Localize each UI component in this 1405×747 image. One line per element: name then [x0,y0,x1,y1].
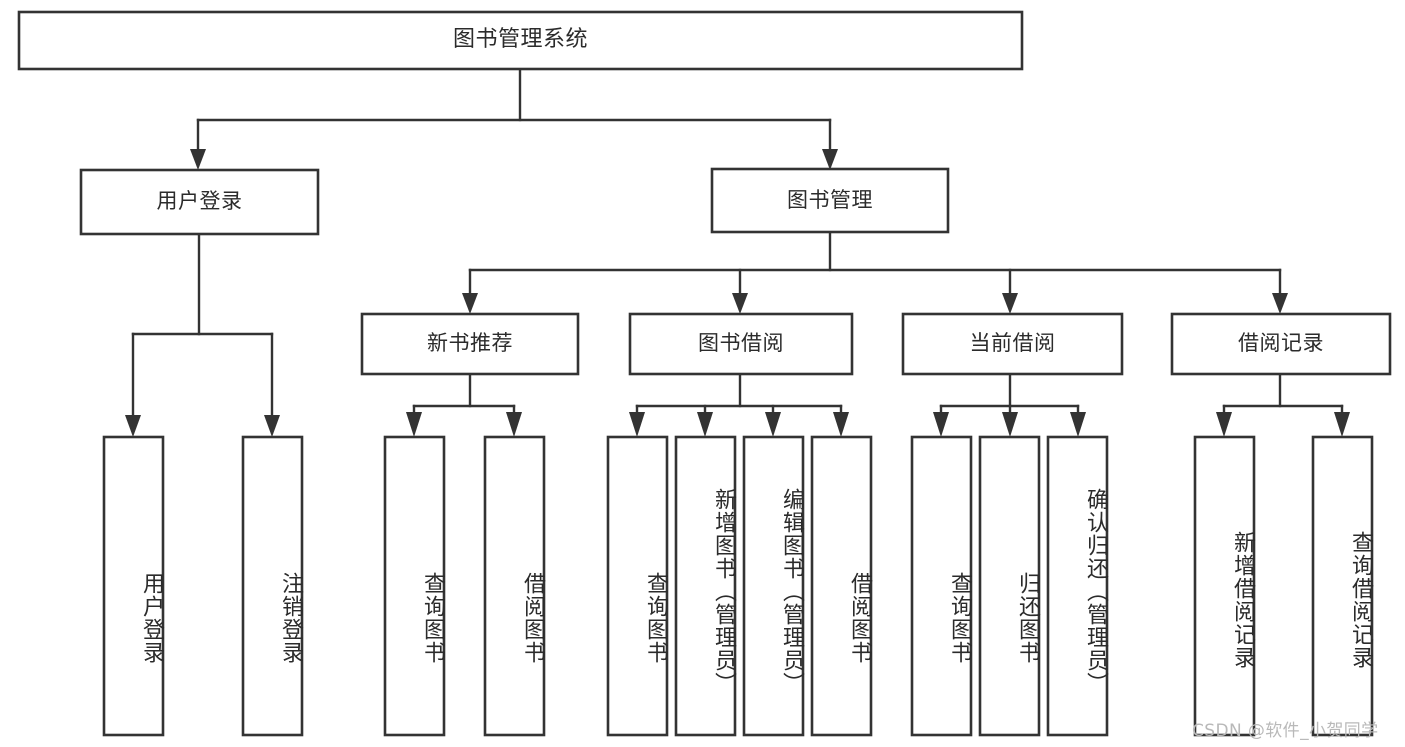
leaf-box-borrow-book-1[interactable] [483,435,546,737]
node-box-root[interactable] [17,10,1024,71]
leaf-box-query-book-3[interactable] [910,435,973,737]
leaf-box-edit-book[interactable] [742,435,805,737]
node-box-new-book-recommend[interactable] [360,312,580,376]
csdn-watermark: CSDN @软件_小贺同学 [1192,721,1379,741]
leaf-box-borrow-book-2[interactable] [810,435,873,737]
connector-user-login-to-leaves [125,232,280,437]
connector-borrowrecord-to-leaves [1216,372,1350,437]
connector-root-to-level2 [190,67,838,170]
node-box-user-login[interactable] [79,168,320,236]
leaf-box-query-book-2[interactable] [606,435,669,737]
leaf-box-return-book[interactable] [978,435,1041,737]
node-box-book-management[interactable] [710,167,950,234]
connector-currentborrow-to-leaves [933,372,1086,437]
leaf-box-user-login[interactable] [102,435,165,737]
leaf-box-add-book[interactable] [674,435,737,737]
node-box-borrow-record[interactable] [1170,312,1392,376]
connector-bookborrow-to-leaves [629,372,849,437]
connector-bookmgmt-to-level3 [462,230,1288,314]
connector-newbook-to-leaves [406,372,522,437]
leaf-box-logout-login[interactable] [241,435,304,737]
node-box-book-borrow[interactable] [628,312,854,376]
leaf-box-add-record[interactable] [1193,435,1256,737]
node-box-current-borrow[interactable] [901,312,1124,376]
leaf-box-query-book-1[interactable] [383,435,446,737]
leaf-box-confirm-return[interactable] [1046,435,1109,737]
leaf-box-query-record[interactable] [1311,435,1374,737]
